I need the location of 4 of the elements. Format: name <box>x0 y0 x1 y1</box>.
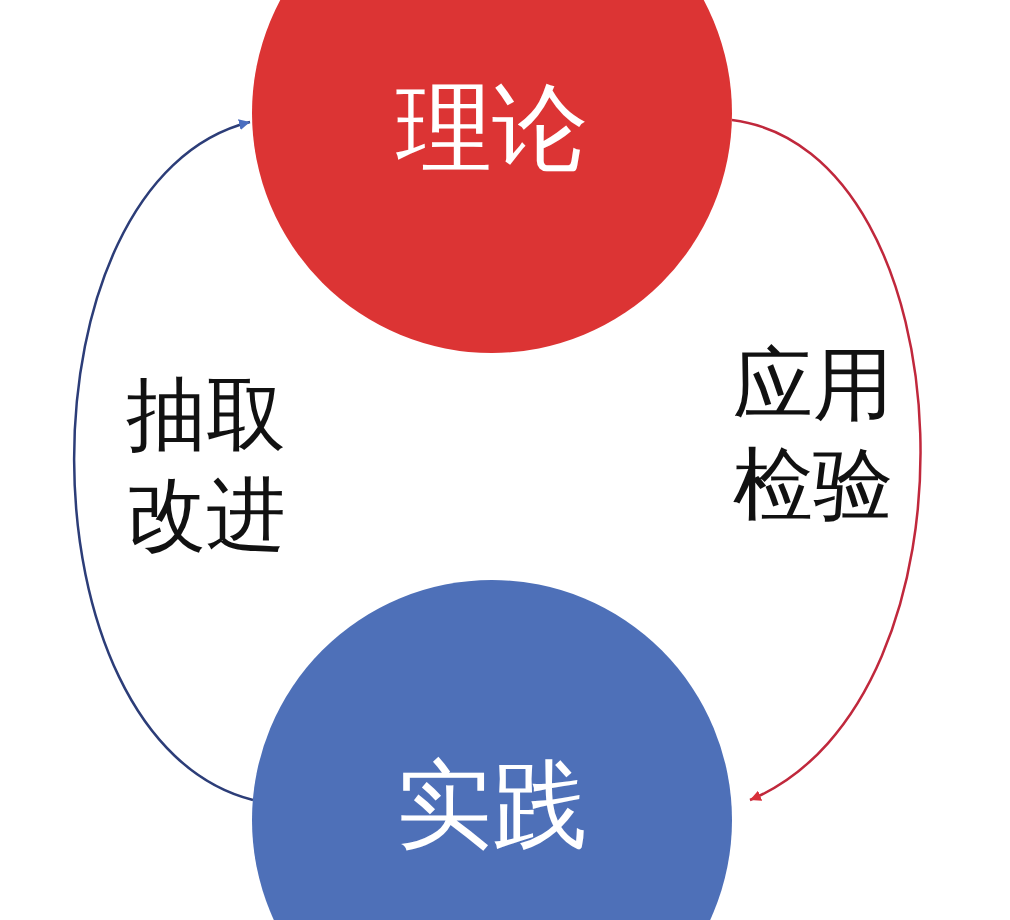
node-label: 理论 <box>395 73 589 183</box>
curved-arrow <box>731 118 922 802</box>
curved-arrow <box>73 120 254 802</box>
node-label: 实践 <box>395 750 589 860</box>
